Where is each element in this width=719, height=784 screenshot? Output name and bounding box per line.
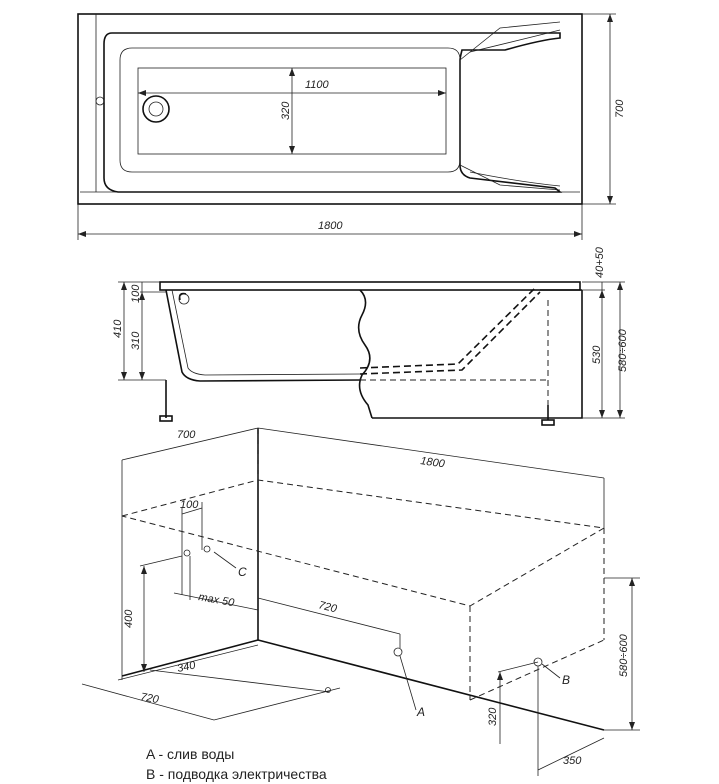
side-dim-panel: 530 [591,345,603,364]
plan-dim-width: 700 [614,99,626,118]
iso-drain-outlet [393,647,403,657]
iso-view: 700 1800 580÷600 100 C max 50 400 720 [81,427,640,776]
side-dim-total: 410 [112,319,124,338]
legend-line-b: B - подводка электричества [146,766,327,782]
iso-drain-point-1 [183,549,191,557]
legend-line-a: A - слив воды [146,746,234,762]
iso-dim-length: 1800 [420,455,447,470]
side-dim-rim: 100 [130,284,142,303]
iso-dim-floor-short: 340 [176,659,197,675]
plan-inner-basin [103,32,563,193]
iso-dim-drain-offset: 720 [317,599,339,615]
side-view: 100 310 410 40+50 530 580÷600 [112,246,629,426]
iso-label-c: C [238,565,247,579]
plan-dim-length: 1800 [318,220,343,232]
plan-dim-inner-width: 320 [280,101,292,120]
iso-dim-drain-height: 400 [123,609,135,628]
legend: A - слив воды B - подводка электричества [146,746,327,782]
plan-basin-floor [119,47,461,173]
plan-outer-rim [77,13,583,205]
iso-dim-width: 700 [177,429,196,441]
iso-label-b: B [562,673,570,687]
plan-drain-inner [148,101,164,117]
plan-drain-outer [142,95,170,123]
plan-view: 1100 320 700 1800 [77,13,626,240]
plan-dim-inner-length: 1100 [305,79,330,91]
iso-dim-socket-height: 320 [487,707,499,726]
iso-dim-floor-long: 720 [139,691,160,706]
side-rim [159,281,581,291]
iso-drain-point-2 [203,545,211,553]
side-dim-top-gap: 40+50 [594,246,606,278]
side-dim-range: 580÷600 [617,328,629,372]
plan-overflow-icon [95,96,105,106]
iso-dim-height-range: 580÷600 [618,633,630,677]
iso-dim-socket-offset: 350 [563,755,582,767]
side-dim-depth: 310 [130,331,142,350]
iso-dim-spacing: 100 [180,499,199,511]
iso-label-a: A [416,705,425,719]
iso-dim-max: max 50 [197,591,235,609]
